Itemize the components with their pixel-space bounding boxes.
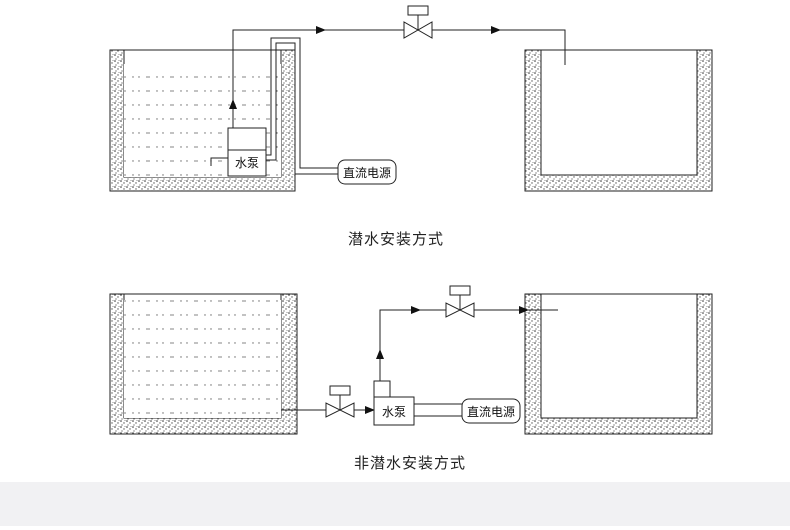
discharge-pipe-top bbox=[229, 26, 566, 128]
footer-band bbox=[0, 482, 790, 526]
valve-top bbox=[403, 5, 433, 39]
valve-suction-bottom bbox=[325, 385, 355, 418]
water-body-bottom bbox=[124, 300, 281, 418]
caption-bottom: 非潜水安装方式 bbox=[353, 454, 466, 472]
valve-discharge-bottom bbox=[445, 285, 475, 318]
discharge-pipe-bottom bbox=[376, 306, 558, 381]
pump-label-top: 水泵 bbox=[235, 156, 259, 170]
power-cable-top bbox=[266, 37, 338, 175]
power-label-top: 直流电源 bbox=[343, 166, 391, 180]
pump-label-bottom: 水泵 bbox=[382, 405, 406, 419]
bottom-diagram: 水泵 直流电源 bbox=[109, 285, 713, 435]
pump-bottom: 水泵 bbox=[373, 380, 415, 426]
source-tank-top bbox=[109, 49, 296, 192]
power-cable-bottom bbox=[414, 403, 462, 417]
dc-power-supply-bottom: 直流电源 bbox=[461, 398, 521, 424]
target-tank-top bbox=[524, 49, 713, 192]
pump-top: 水泵 bbox=[210, 127, 267, 177]
dc-power-supply-top: 直流电源 bbox=[337, 159, 397, 185]
power-label-bottom: 直流电源 bbox=[467, 405, 515, 419]
caption-top: 潜水安装方式 bbox=[347, 230, 444, 248]
target-tank-bottom bbox=[524, 293, 713, 435]
top-diagram: 水泵 直流电源 bbox=[109, 5, 713, 192]
source-tank-bottom bbox=[109, 293, 298, 435]
